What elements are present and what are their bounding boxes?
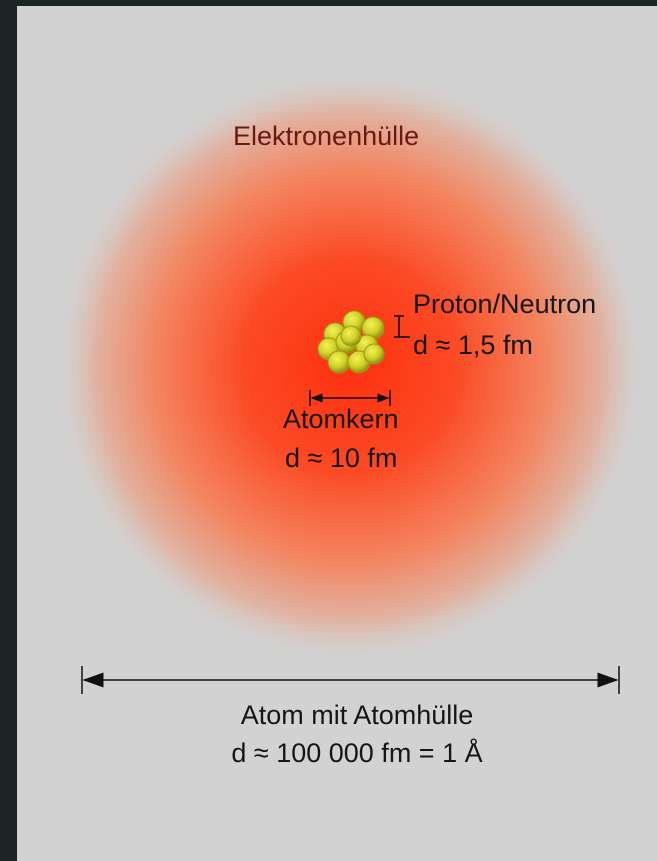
atom-label: Atom mit Atomhülle bbox=[240, 700, 474, 730]
atom-diagram bbox=[50, 66, 650, 694]
proton-neutron-diameter-label: d ≈ 1,5 fm bbox=[413, 330, 533, 360]
atom-diameter-arrow bbox=[81, 666, 620, 694]
nucleon-size-marker bbox=[394, 315, 410, 338]
nucleus-diameter-label: d ≈ 10 fm bbox=[285, 443, 398, 473]
proton-neutron-label: Proton/Neutron bbox=[413, 289, 597, 319]
atomic-nucleus bbox=[317, 310, 385, 374]
nucleus-label: Atomkern bbox=[283, 404, 399, 434]
electron-shell-label: Elektronenhülle bbox=[233, 121, 420, 151]
diagram-panel: Elektronenhülle Proton/Neutron d ≈ 1,5 f… bbox=[17, 6, 657, 861]
atom-diameter-label: d ≈ 100 000 fm = 1 Å bbox=[231, 738, 483, 768]
nucleus-diameter-arrow bbox=[309, 390, 391, 406]
